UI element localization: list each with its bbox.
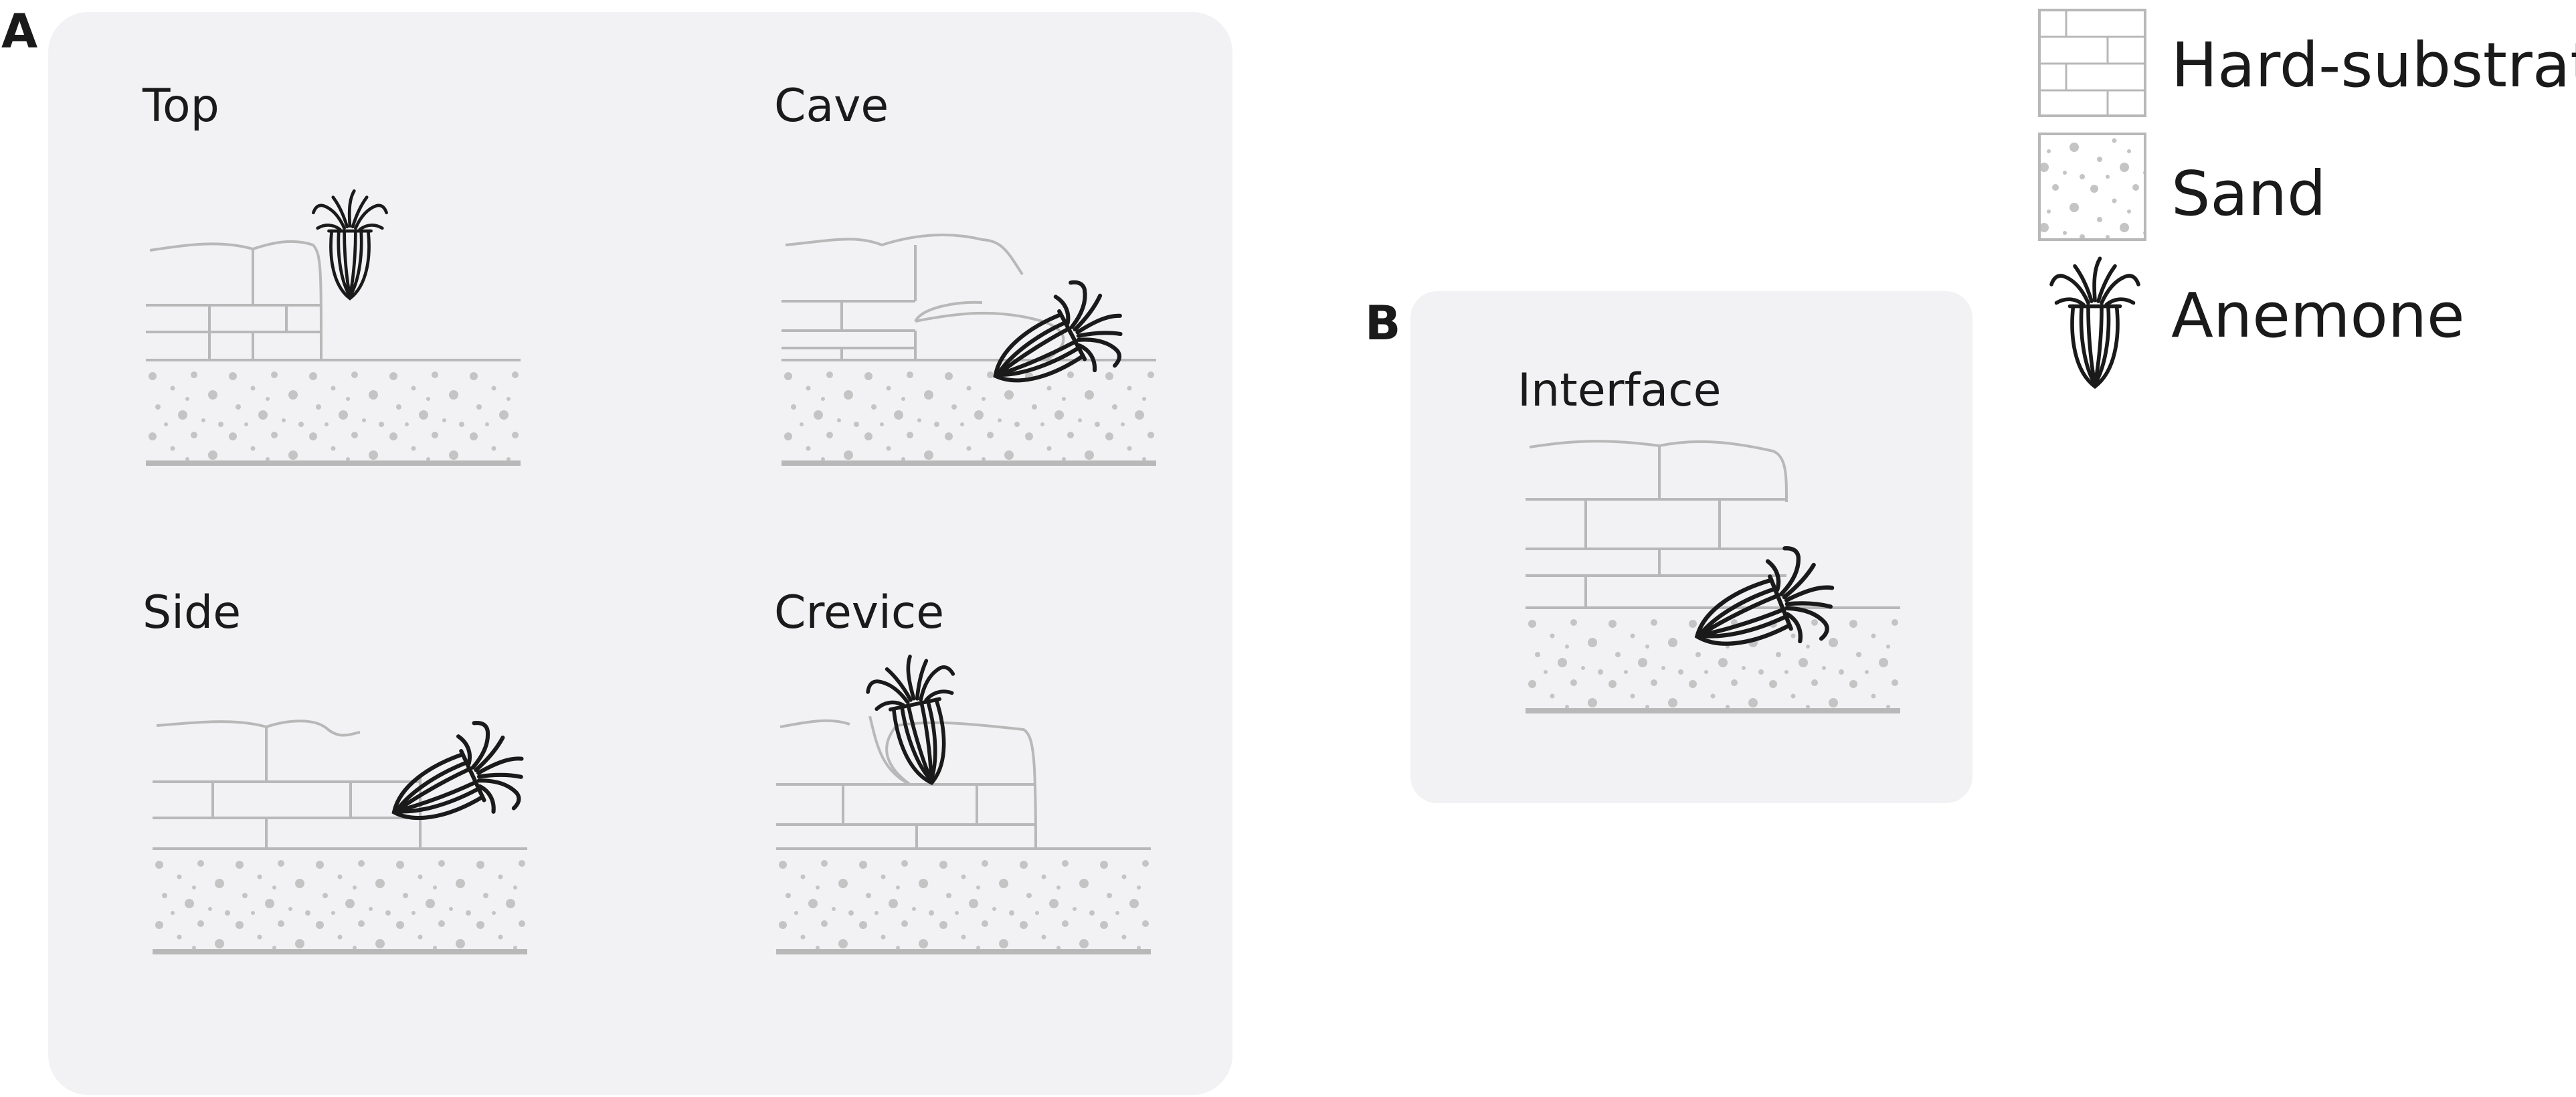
panel-b-letter: B — [1365, 296, 1401, 351]
legend-label-sand: Sand — [2171, 158, 2326, 230]
legend-label-hard-substrate: Hard-substrate — [2171, 29, 2576, 101]
scene-crevice-drawing — [776, 649, 1151, 952]
panel-b-background — [1410, 291, 1972, 803]
scene-title-interface: Interface — [1517, 364, 1722, 417]
scene-title-side: Side — [143, 586, 242, 639]
scene-title-crevice: Crevice — [774, 586, 945, 639]
scene-title-cave: Cave — [774, 80, 889, 133]
legend-label-anemone: Anemone — [2171, 280, 2465, 351]
panel-a-letter: A — [1, 4, 38, 59]
scene-interface-drawing — [1526, 440, 1900, 711]
scene-side-drawing — [153, 711, 539, 952]
legend-hard-substrate-swatch — [2038, 9, 2146, 117]
scene-cave-drawing — [781, 234, 1156, 463]
legend-anemone-icon — [2051, 258, 2138, 386]
legend-sand-swatch — [2038, 133, 2146, 241]
scene-title-top: Top — [143, 80, 219, 133]
scene-top-drawing — [146, 191, 521, 463]
